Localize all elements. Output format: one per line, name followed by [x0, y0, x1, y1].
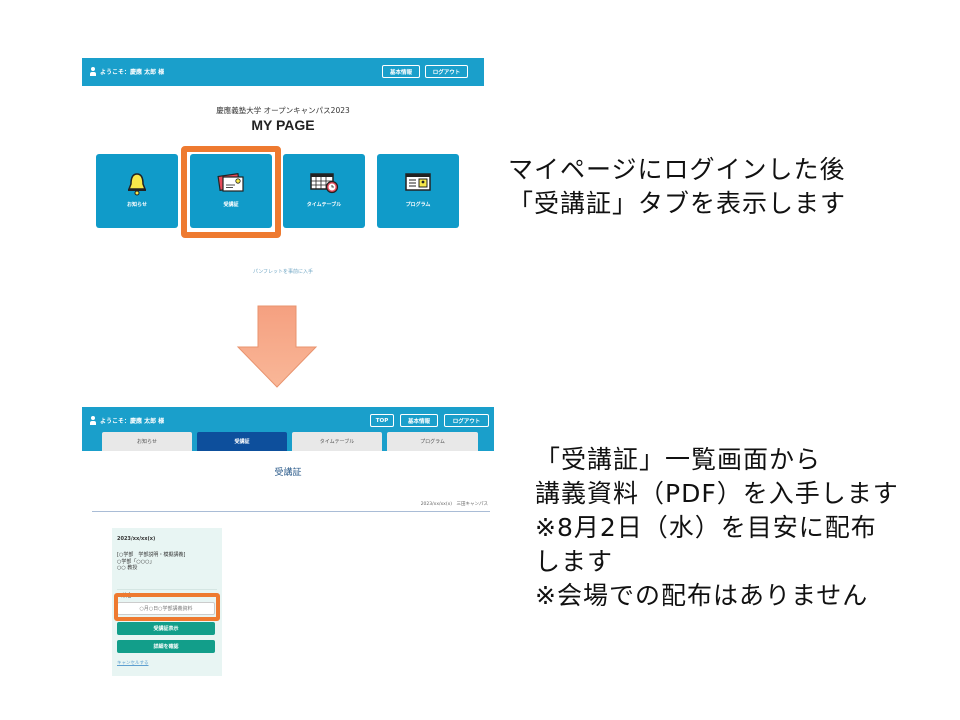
user-icon: [90, 416, 96, 425]
card-info-line: ○学部「○○○」: [117, 558, 155, 565]
note-line: 「受講証」一覧画面から: [535, 445, 822, 474]
note-line: 講義資料（PDF）を入手します: [535, 479, 899, 508]
date-campus-label: 2023/xx/xx(x) 三田キャンパス: [420, 502, 488, 507]
ticket-card: 2023/xx/xx(x) [○学部 学部説明・模擬講義] ○学部「○○○」 ○…: [112, 528, 222, 676]
down-arrow-icon: [236, 305, 318, 388]
header-bar: ようこそ：慶應 太郎 様 基本情報 ログアウト: [82, 58, 484, 86]
header-bar: ようこそ：慶應 太郎 様 TOP 基本情報 ログアウト お知らせ 受講証 タイム…: [82, 407, 494, 451]
show-ticket-button[interactable]: 受講証表示: [117, 622, 215, 635]
note-line: ※会場での配布はありません: [535, 581, 869, 610]
logout-button[interactable]: ログアウト: [425, 65, 468, 78]
note-line: ※8月2日（水）を目安に配布: [535, 513, 877, 542]
step2-note: 「受講証」一覧画面から 講義資料（PDF）を入手します ※8月2日（水）を目安に…: [535, 443, 899, 613]
basic-info-button[interactable]: 基本情報: [400, 414, 438, 427]
tile-label: 受講証: [223, 202, 239, 208]
card-info: [○学部 学部説明・模擬講義] ○学部「○○○」 ○○ 教授: [117, 552, 185, 572]
note-line: マイページにログインした後: [508, 155, 846, 184]
user-icon: [90, 67, 96, 76]
card-info-line: [○学部 学部説明・模擬講義]: [117, 552, 186, 558]
logout-button[interactable]: ログアウト: [444, 414, 489, 427]
welcome-label: ようこそ：慶應 太郎 様: [100, 69, 165, 76]
tab-notice[interactable]: お知らせ: [102, 432, 192, 451]
card-divider: [117, 589, 217, 590]
ticket-list-screenshot: ようこそ：慶應 太郎 様 TOP 基本情報 ログアウト お知らせ 受講証 タイム…: [82, 407, 494, 682]
tile-label: プログラム: [405, 202, 431, 208]
highlight-ticket-tile: [181, 146, 281, 238]
lecture-material-button[interactable]: ○月○日○学部講義資料: [117, 602, 215, 615]
bell-icon: [127, 173, 147, 196]
note-line: します: [535, 547, 614, 576]
tile-ticket[interactable]: 受講証: [190, 154, 272, 228]
tab-timetable[interactable]: タイムテーブル: [292, 432, 382, 451]
top-button[interactable]: TOP: [370, 414, 394, 427]
welcome-label: ようこそ：慶應 太郎 様: [100, 418, 165, 425]
program-window-icon: [405, 173, 431, 191]
welcome-text: ようこそ：慶應 太郎 様: [90, 67, 164, 76]
card-info-line: ○○ 教授: [117, 565, 138, 571]
view-details-button[interactable]: 詳細を確認: [117, 640, 215, 653]
tile-notice[interactable]: お知らせ: [96, 154, 178, 228]
card-date: 2023/xx/xx(x): [117, 536, 156, 542]
cancel-link[interactable]: キャンセルする: [117, 661, 149, 666]
note-line: 「受講証」タブを表示します: [508, 189, 847, 218]
tile-program[interactable]: プログラム: [377, 154, 459, 228]
calendar-clock-icon: [310, 173, 339, 194]
event-subtitle: 慶應義塾大学 オープンキャンパス2023: [216, 106, 350, 115]
basic-info-button[interactable]: 基本情報: [382, 65, 420, 78]
welcome-text: ようこそ：慶應 太郎 様: [90, 416, 164, 425]
tile-label: お知らせ: [127, 202, 147, 208]
divider: [92, 511, 490, 512]
page-heading: 受講証: [274, 468, 302, 478]
tab-program[interactable]: プログラム: [387, 432, 478, 451]
highlight-material-button: [114, 593, 220, 621]
step1-note: マイページにログインした後 「受講証」タブを表示します: [508, 153, 846, 221]
mypage-screenshot: ようこそ：慶應 太郎 様 基本情報 ログアウト 慶應義塾大学 オープンキャンパス…: [82, 58, 484, 288]
page-title: MY PAGE: [251, 117, 315, 133]
tile-timetable[interactable]: タイムテーブル: [283, 154, 365, 228]
tab-ticket[interactable]: 受講証: [197, 432, 287, 451]
pamphlet-link[interactable]: パンフレットを事前に入手: [252, 269, 314, 275]
tile-label: タイムテーブル: [306, 202, 342, 208]
ticket-cards-icon: [217, 172, 244, 192]
